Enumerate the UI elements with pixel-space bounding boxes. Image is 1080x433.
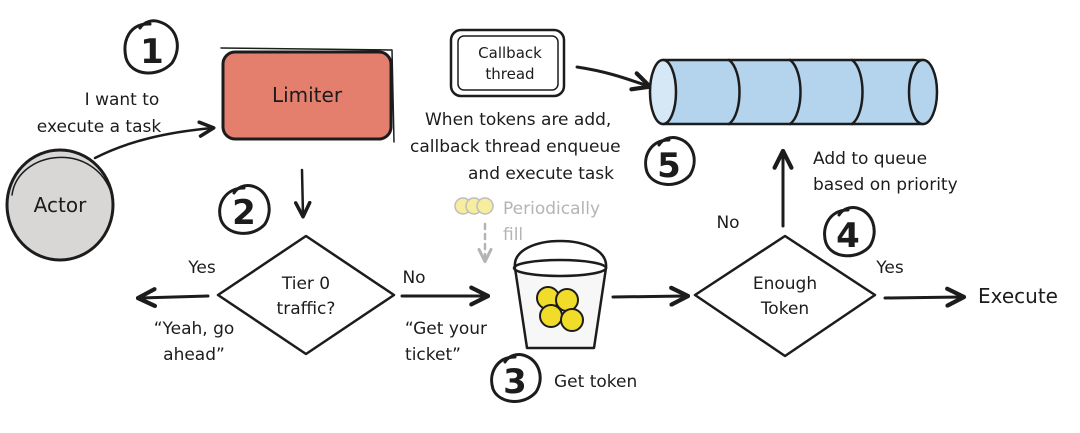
- limiter-label: Limiter: [272, 83, 343, 107]
- svg-text:4: 4: [836, 216, 860, 256]
- svg-text:I want to: I want to: [85, 90, 160, 110]
- actor-request-text: I want to execute a task: [37, 90, 162, 137]
- tier0-label-line1: Tier 0: [281, 274, 330, 294]
- yes-right-label: Yes: [875, 258, 904, 278]
- callback-label-line2: thread: [485, 65, 534, 83]
- svg-text:“Get your: “Get your: [405, 319, 487, 339]
- svg-text:ticket”: ticket”: [405, 345, 461, 365]
- get-token-label: Get token: [554, 372, 637, 392]
- step-1-badge: 1: [123, 19, 179, 75]
- yes-right-arrow: [883, 286, 967, 308]
- limiter-node: Limiter: [220, 47, 395, 143]
- callback-thread-node: Callback thread: [449, 28, 566, 98]
- svg-text:“Yeah, go: “Yeah, go: [154, 319, 235, 339]
- svg-text:3: 3: [503, 362, 527, 402]
- periodic-coins-icon: [454, 197, 494, 215]
- svg-text:callback thread enqueue: callback thread enqueue: [410, 137, 621, 157]
- step-5-badge: 5: [644, 136, 696, 186]
- yes-quote-text: “Yeah, go ahead”: [154, 319, 235, 365]
- svg-text:Add to queue: Add to queue: [813, 149, 927, 169]
- token-bucket-icon: [512, 239, 608, 350]
- no-top-label: No: [716, 213, 739, 233]
- svg-text:When tokens are add,: When tokens are add,: [425, 110, 611, 130]
- step-3-badge: 3: [490, 353, 542, 403]
- svg-text:execute a task: execute a task: [37, 117, 162, 137]
- yes-left-label: Yes: [187, 258, 216, 278]
- add-queue-text: Add to queue based on priority: [813, 149, 958, 195]
- priority-queue: [648, 58, 939, 126]
- no-quote-text: “Get your ticket”: [405, 319, 487, 365]
- enough-label-line1: Enough: [753, 274, 817, 294]
- step-4-badge: 4: [823, 206, 876, 258]
- step-2-badge: 2: [218, 184, 271, 235]
- enough-token-decision: Enough Token: [693, 234, 877, 358]
- bucket-to-enough-arrow: [611, 285, 691, 307]
- svg-text:1: 1: [140, 32, 164, 72]
- tier0-decision: Tier 0 traffic?: [216, 234, 396, 356]
- svg-text:5: 5: [657, 146, 681, 186]
- actor-node: Actor: [5, 148, 115, 262]
- svg-text:based on priority: based on priority: [813, 175, 958, 195]
- enough-label-line2: Token: [760, 299, 809, 319]
- svg-text:ahead”: ahead”: [163, 345, 225, 365]
- callback-to-queue-arrow: [575, 65, 653, 92]
- tier0-label-line2: traffic?: [277, 299, 336, 319]
- periodically-fill-text: Periodically fill: [503, 199, 600, 245]
- callback-label-line1: Callback: [478, 44, 542, 62]
- svg-text:and execute task: and execute task: [468, 164, 614, 184]
- yes-left-arrow: [135, 287, 210, 309]
- limiter-to-tier0-arrow: [293, 168, 312, 219]
- svg-text:fill: fill: [503, 225, 523, 245]
- actor-label: Actor: [34, 193, 87, 217]
- callback-description-text: When tokens are add, callback thread enq…: [410, 110, 621, 184]
- svg-text:Periodically: Periodically: [503, 199, 600, 219]
- execute-label: Execute: [978, 284, 1058, 308]
- svg-text:2: 2: [232, 193, 256, 233]
- no-middle-label: No: [402, 268, 425, 288]
- actor-to-limiter-arrow: [93, 120, 216, 160]
